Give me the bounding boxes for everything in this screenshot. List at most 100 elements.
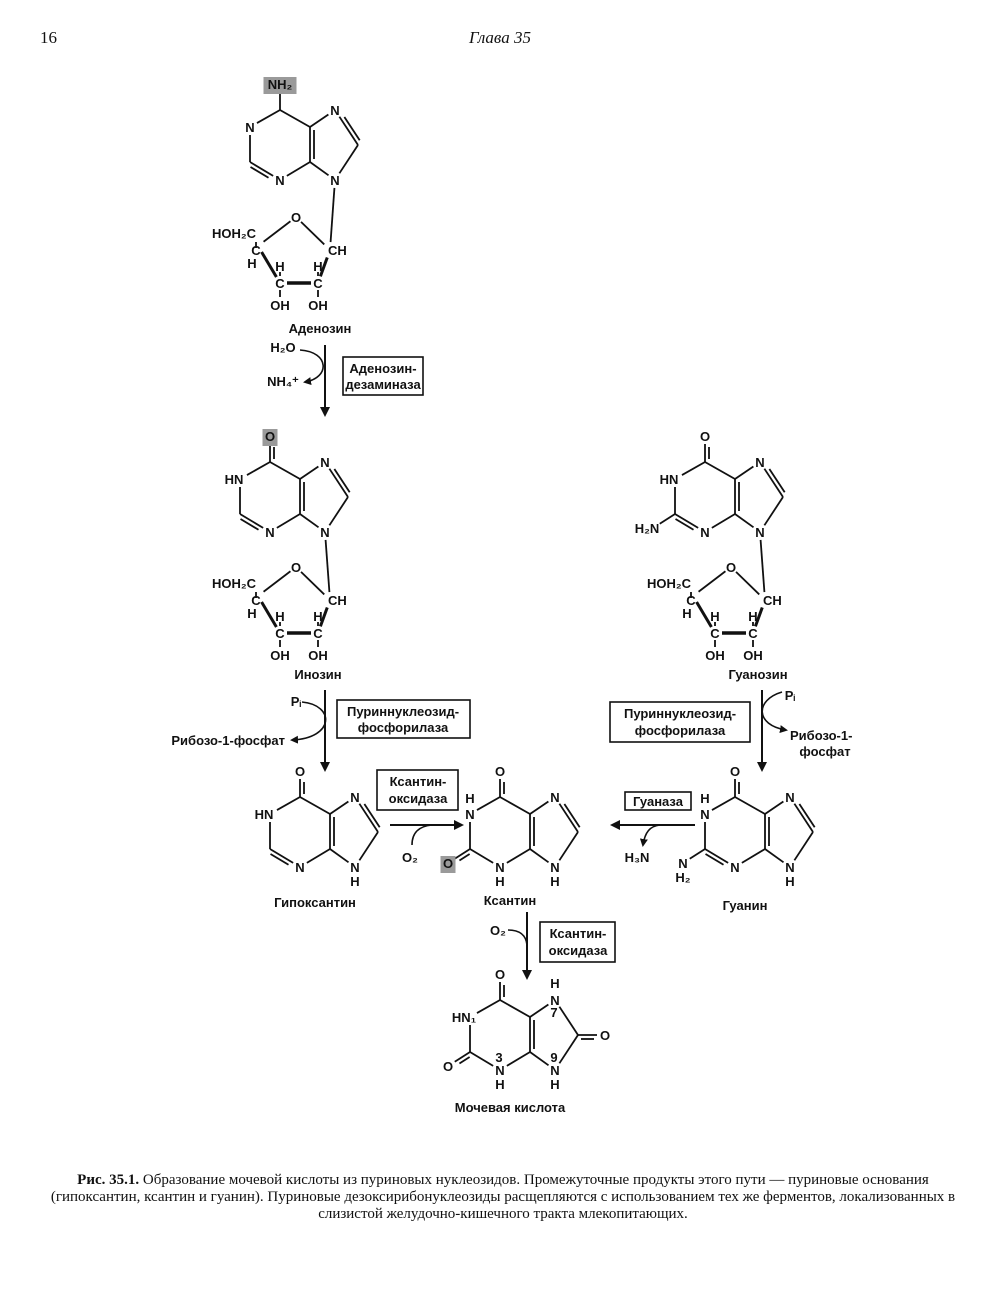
h-label: H bbox=[247, 256, 256, 271]
atom-h1: H bbox=[700, 791, 709, 806]
bond bbox=[674, 513, 699, 529]
c4-label: C bbox=[251, 593, 261, 608]
c2-label: C bbox=[748, 626, 758, 641]
bond bbox=[529, 1003, 549, 1018]
molecule-name: Гуанозин bbox=[728, 667, 787, 682]
bond bbox=[329, 187, 336, 243]
bond bbox=[299, 465, 319, 480]
bond bbox=[309, 113, 329, 128]
bond bbox=[249, 161, 274, 177]
bond bbox=[239, 513, 264, 529]
ch2oh-label: HOH₂C bbox=[212, 576, 257, 591]
bond bbox=[338, 116, 359, 146]
ch2oh-label: HOH₂C bbox=[647, 576, 692, 591]
bond bbox=[506, 1051, 531, 1067]
reaction-guanase: H₃N Гуаназа bbox=[610, 791, 695, 865]
enzyme-label: фосфорилаза bbox=[635, 723, 726, 738]
bond bbox=[329, 848, 350, 864]
atom-number: 3 bbox=[495, 1050, 502, 1065]
oh-label: OH bbox=[270, 648, 290, 663]
h-label: H bbox=[247, 606, 256, 621]
substituent-c6: O bbox=[265, 429, 275, 444]
bond bbox=[695, 601, 713, 628]
enzyme-label: Ксантин- bbox=[550, 926, 607, 941]
bond bbox=[734, 796, 766, 815]
atom-h9: H bbox=[785, 874, 794, 889]
atom-n1: N bbox=[245, 120, 254, 135]
bond bbox=[299, 513, 320, 529]
bond bbox=[711, 513, 736, 529]
oh-label: OH bbox=[705, 648, 725, 663]
bond bbox=[476, 999, 501, 1014]
enzyme-label: оксидаза bbox=[389, 791, 448, 806]
atom-n7: N bbox=[330, 103, 339, 118]
molecule-name: Инозин bbox=[294, 667, 341, 682]
page-number: 16 bbox=[40, 28, 57, 47]
bond bbox=[276, 796, 301, 811]
atom-n1: N bbox=[465, 807, 474, 822]
bond bbox=[358, 803, 379, 833]
enzyme-box bbox=[376, 769, 459, 811]
atom-n3: N bbox=[265, 525, 274, 540]
bond bbox=[328, 468, 349, 498]
bond bbox=[318, 607, 329, 627]
bond bbox=[741, 848, 766, 864]
bond bbox=[454, 848, 471, 860]
substituent-c2: N bbox=[678, 856, 687, 871]
bond bbox=[499, 796, 531, 815]
atom-n9: N bbox=[330, 173, 339, 188]
atom-h9: H bbox=[350, 874, 359, 889]
enzyme-box bbox=[539, 921, 616, 963]
c2-label: C bbox=[313, 276, 323, 291]
atom-n3: N bbox=[275, 173, 284, 188]
bond bbox=[263, 570, 291, 593]
enzyme-label: дезаминаза bbox=[345, 377, 421, 392]
phosphate-label: Pᵢ bbox=[785, 688, 796, 703]
atom-n1: HN bbox=[660, 472, 679, 487]
double-bond bbox=[343, 116, 361, 141]
bond bbox=[735, 571, 760, 596]
bond bbox=[659, 513, 676, 525]
compound-name: Мочевая кислота bbox=[455, 1100, 566, 1115]
compound-name: Гуанин bbox=[723, 898, 768, 913]
bond bbox=[260, 251, 278, 278]
c2-label: C bbox=[313, 626, 323, 641]
bond bbox=[711, 796, 736, 811]
c4-label: C bbox=[251, 243, 261, 258]
side-arrow bbox=[411, 824, 433, 846]
bond bbox=[753, 607, 764, 627]
caption-label: Рис. 35.1. bbox=[77, 1172, 140, 1188]
bond bbox=[269, 848, 294, 864]
enzyme-label: Гуаназа bbox=[633, 794, 684, 809]
atom-n7: N bbox=[350, 790, 359, 805]
bond bbox=[358, 831, 379, 861]
atom-h7: H bbox=[550, 976, 559, 991]
bond bbox=[558, 803, 579, 833]
enzyme-box bbox=[624, 791, 692, 811]
atom-n3: N bbox=[495, 1063, 504, 1078]
bond bbox=[689, 848, 706, 860]
c1-label: CH bbox=[328, 593, 347, 608]
compound-name: Гуанозин bbox=[728, 667, 787, 682]
atom-h9: H bbox=[550, 1077, 559, 1092]
bond bbox=[558, 831, 579, 861]
bond bbox=[329, 800, 349, 815]
chapter-title: Глава 35 bbox=[469, 28, 531, 47]
bond bbox=[793, 831, 814, 861]
double-bond bbox=[458, 853, 471, 862]
molecule-name: Аденозин bbox=[289, 321, 352, 336]
double-bond bbox=[250, 166, 269, 179]
ring-oxygen: O bbox=[291, 560, 301, 575]
substituent-c6: O bbox=[700, 429, 710, 444]
bond bbox=[529, 848, 550, 864]
atom-n7: N bbox=[550, 993, 559, 1008]
highlight-box bbox=[440, 856, 456, 873]
molecule-name: Ксантин bbox=[484, 893, 536, 908]
atom-n3: N bbox=[730, 860, 739, 875]
atom-n1: HN₁ bbox=[452, 1010, 476, 1025]
